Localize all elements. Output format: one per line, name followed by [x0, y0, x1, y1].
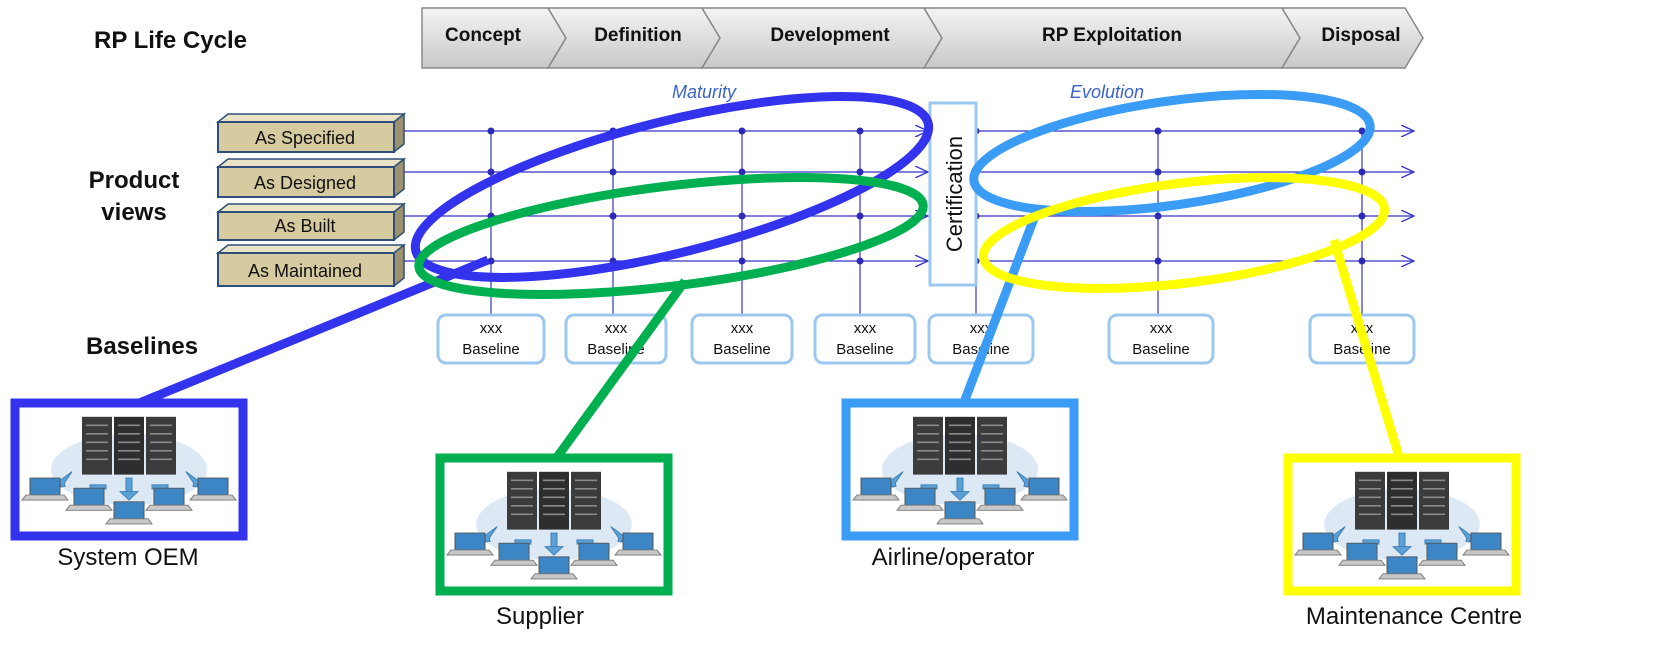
phase-label-exploitation: RP Exploitation — [1042, 25, 1182, 46]
baseline-box: xxx Baseline — [690, 313, 794, 365]
view-label-as-specified: As Specified — [255, 128, 355, 148]
svg-text:Baseline: Baseline — [713, 341, 771, 358]
baselines-row: xxx Baseline xxx Baseline xxx Baseline x… — [436, 313, 1416, 365]
product-views-title: Product — [89, 167, 180, 194]
airline-scope — [958, 89, 1375, 407]
baseline-box: xxx Baseline — [1107, 313, 1215, 365]
svg-text:Baseline: Baseline — [836, 341, 894, 358]
oem-scope — [130, 92, 934, 411]
phase-bar: Concept Definition Development RP Exploi… — [421, 7, 1424, 69]
server-network-icon — [21, 409, 237, 530]
product-views-title-line2: views — [101, 199, 166, 226]
server-network-icon — [852, 409, 1068, 530]
phase-label-definition: Definition — [594, 25, 682, 46]
svg-text:xxx: xxx — [1150, 320, 1173, 337]
org-label-system-oem: System OEM — [57, 544, 198, 571]
maturity-label: Maturity — [672, 82, 737, 102]
view-as-maintained: As Maintained — [215, 243, 407, 288]
svg-text:Baseline: Baseline — [1132, 341, 1190, 358]
svg-text:xxx: xxx — [605, 320, 628, 337]
org-label-maintenance-centre: Maintenance Centre — [1306, 603, 1522, 630]
svg-text:Baseline: Baseline — [1333, 341, 1391, 358]
org-airline-operator: Airline/operator — [841, 398, 1079, 571]
phase-label-disposal: Disposal — [1321, 25, 1400, 46]
phase-label-concept: Concept — [445, 25, 522, 46]
server-network-icon — [446, 464, 662, 585]
baselines-title: Baselines — [86, 333, 198, 360]
svg-text:xxx: xxx — [731, 320, 754, 337]
certification-label: Certification — [942, 136, 967, 252]
view-label-as-built: As Built — [274, 216, 335, 236]
server-network-icon — [1294, 464, 1510, 585]
svg-text:Baseline: Baseline — [462, 341, 520, 358]
baseline-box: xxx Baseline — [813, 313, 917, 365]
svg-text:xxx: xxx — [854, 320, 877, 337]
org-label-airline-operator: Airline/operator — [872, 544, 1035, 571]
view-as-specified: As Specified — [215, 112, 407, 154]
maintenance-scope — [978, 173, 1405, 462]
org-maintenance-centre: Maintenance Centre — [1283, 453, 1522, 630]
evolution-label: Evolution — [1070, 82, 1144, 102]
lifecycle-title: RP Life Cycle — [94, 27, 247, 54]
certification-box: Certification — [928, 101, 978, 287]
phase-label-development: Development — [770, 25, 890, 46]
view-as-designed: As Designed — [215, 157, 407, 199]
baseline-box: xxx Baseline — [436, 313, 546, 365]
view-as-built: As Built — [215, 202, 407, 242]
org-system-oem: System OEM — [10, 398, 248, 571]
org-supplier: Supplier — [435, 453, 673, 630]
view-label-as-designed: As Designed — [254, 173, 356, 193]
supplier-scope — [414, 173, 928, 463]
baseline-box: xxx Baseline — [927, 313, 1035, 365]
product-view-boxes: As Specified As Designed As Built As Mai… — [215, 112, 407, 288]
view-label-as-maintained: As Maintained — [248, 261, 362, 281]
org-label-supplier: Supplier — [496, 603, 584, 630]
phase-disposal — [1280, 7, 1424, 69]
svg-text:xxx: xxx — [480, 320, 503, 337]
